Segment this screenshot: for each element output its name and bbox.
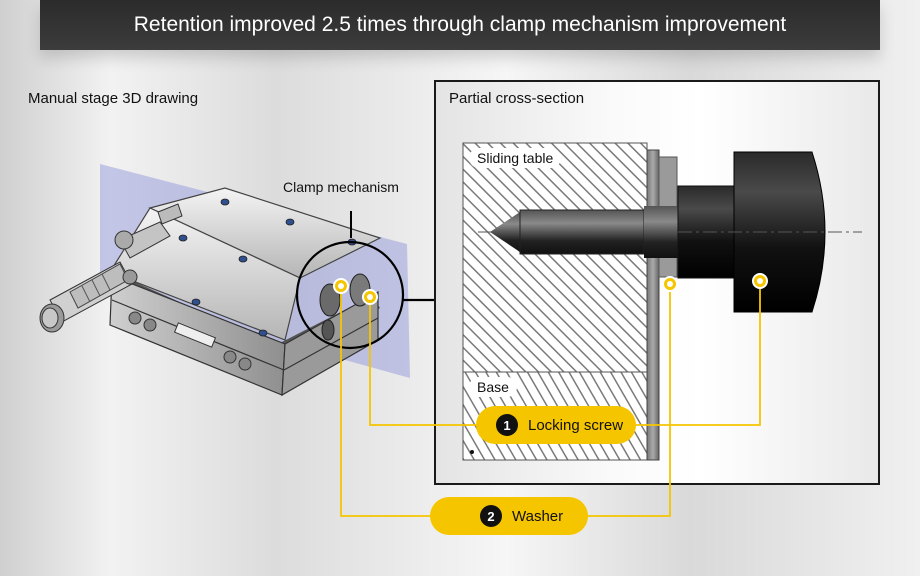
left-panel-title: Manual stage 3D drawing bbox=[28, 90, 199, 107]
callout-washer: 2 Washer bbox=[430, 497, 588, 535]
sliding-table-section bbox=[462, 142, 648, 373]
magnifier-circle bbox=[295, 240, 405, 350]
clamp-plate bbox=[646, 149, 660, 461]
manual-stage-drawing bbox=[39, 164, 410, 397]
clamp-mechanism-label: Clamp mechanism bbox=[283, 179, 399, 195]
micrometer-head bbox=[39, 203, 183, 333]
callout-number-1: 1 bbox=[496, 414, 518, 436]
callout-markers bbox=[333, 273, 768, 305]
callout-locking-screw-label: Locking screw bbox=[528, 416, 624, 434]
callout-leaders bbox=[340, 281, 761, 517]
base-label: Base bbox=[469, 377, 517, 397]
callout-number-2: 2 bbox=[480, 505, 502, 527]
right-panel-title: Partial cross-section bbox=[449, 90, 585, 107]
callout-locking-screw: 1 Locking screw bbox=[476, 406, 636, 444]
cross-section-drawing bbox=[462, 142, 862, 461]
callout-washer-label: Washer bbox=[512, 507, 564, 525]
page-banner: Retention improved 2.5 times through cla… bbox=[40, 0, 880, 50]
sliding-table-label: Sliding table bbox=[469, 148, 562, 168]
